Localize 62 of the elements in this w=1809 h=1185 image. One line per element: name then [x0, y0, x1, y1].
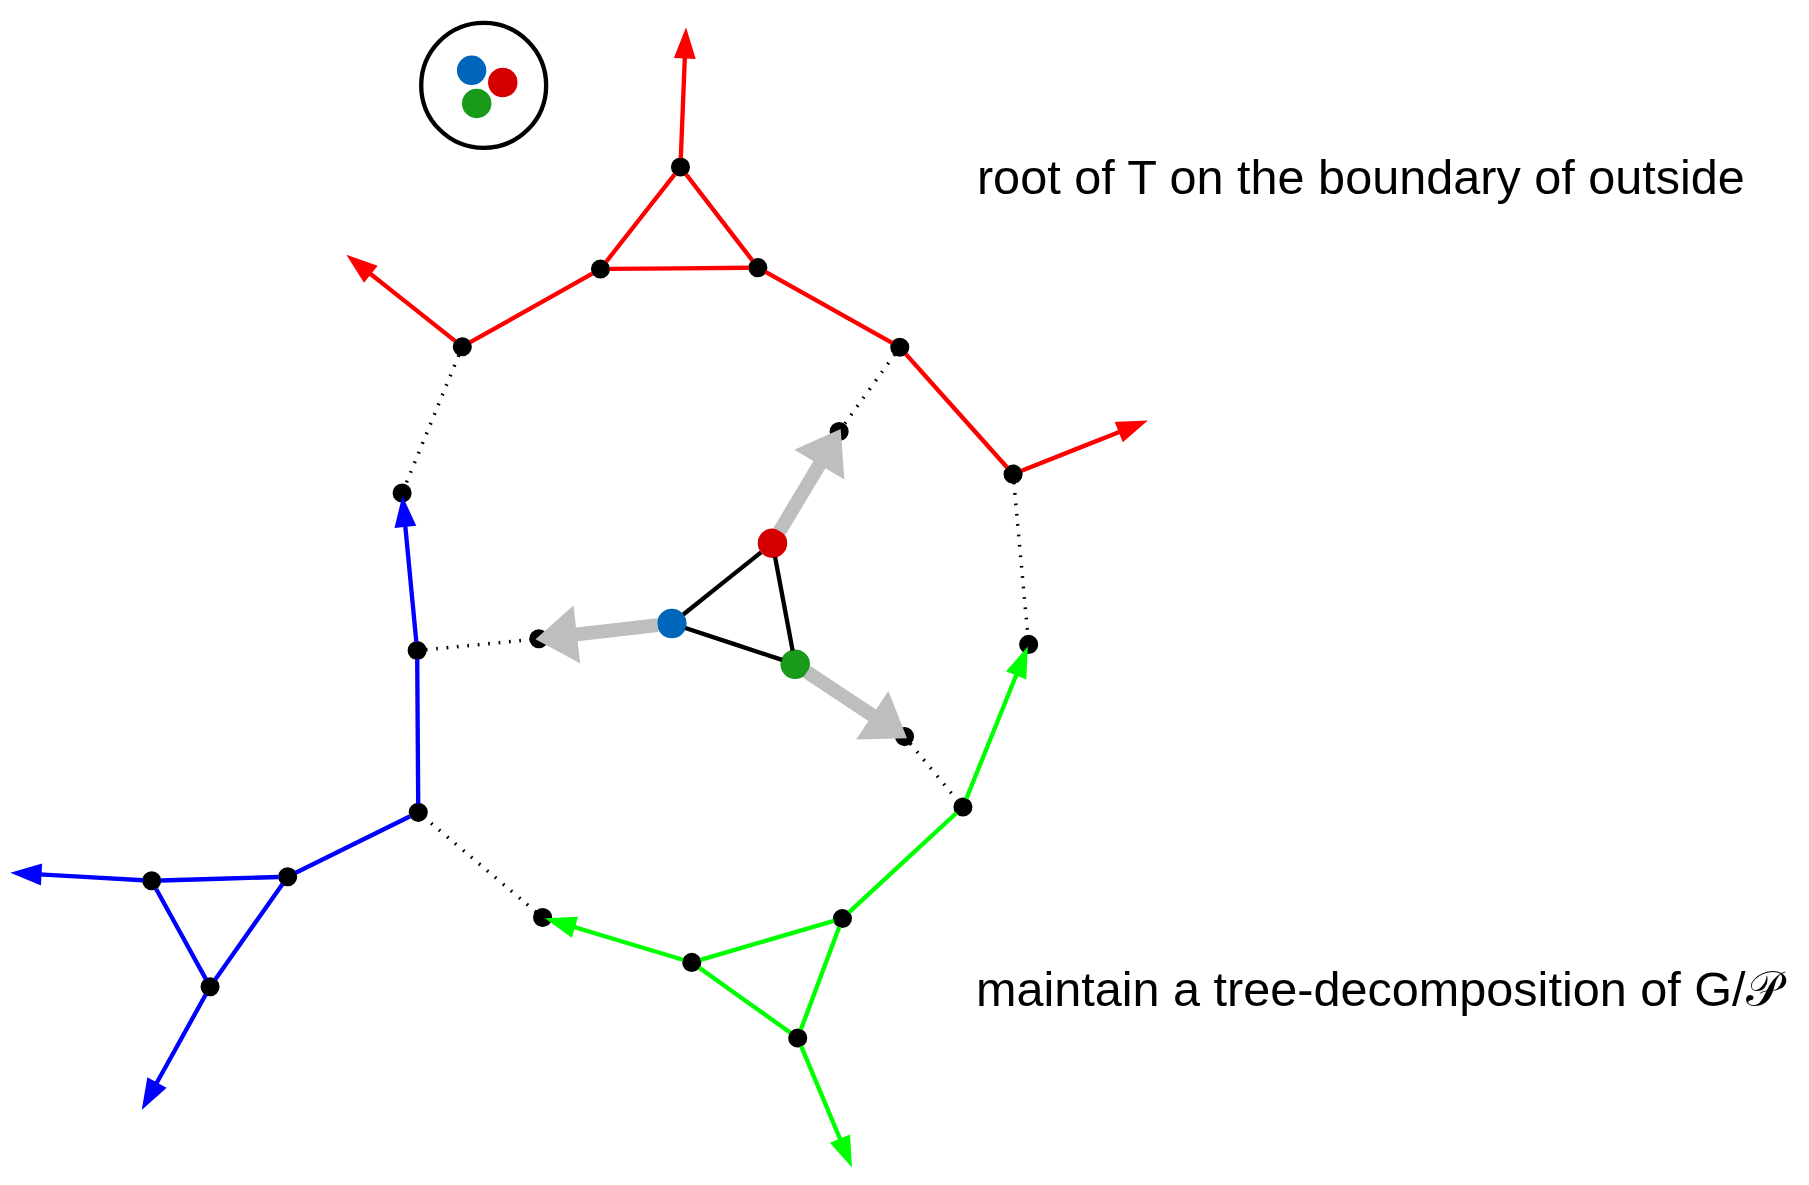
cluster	[419, 20, 549, 150]
connector	[699, 918, 835, 962]
connector	[764, 269, 894, 345]
connector	[425, 637, 531, 651]
connector	[415, 658, 421, 804]
arrow	[535, 605, 659, 663]
node-circle	[1019, 634, 1039, 654]
arrow	[1020, 420, 1148, 473]
node-circle	[670, 156, 690, 176]
node-circle	[392, 482, 412, 503]
arrow	[346, 254, 457, 343]
node-circle	[533, 907, 553, 927]
connector	[681, 550, 763, 616]
connector	[404, 354, 461, 485]
node-circle	[590, 259, 610, 279]
node-circle	[142, 870, 162, 890]
connector	[469, 271, 594, 344]
node-circle	[408, 802, 428, 822]
connector	[847, 810, 958, 914]
node-circle	[895, 726, 915, 746]
connector	[904, 352, 1009, 469]
connector	[772, 556, 795, 651]
connector	[160, 874, 279, 883]
node-circle	[278, 866, 298, 886]
connector	[798, 925, 842, 1030]
connector	[213, 882, 285, 981]
node-circle	[456, 55, 487, 85]
node-circle	[407, 640, 427, 660]
label: root of T on the boundary of outside	[976, 149, 1745, 204]
node-circle	[748, 257, 768, 277]
node-circle	[780, 649, 810, 679]
node-circle	[953, 796, 973, 817]
connector	[684, 172, 755, 262]
arrow	[799, 1044, 852, 1167]
arrow	[773, 428, 845, 535]
node-circle	[529, 628, 549, 648]
arrow	[10, 863, 143, 885]
node-circle	[890, 337, 910, 357]
node-circle	[461, 88, 492, 118]
node-circle	[832, 908, 852, 928]
node-circle	[488, 67, 518, 97]
arrow	[803, 665, 907, 740]
arrow	[673, 26, 696, 158]
arrow	[964, 645, 1028, 800]
arrow	[544, 916, 684, 962]
node-circle	[829, 421, 849, 441]
connector	[842, 352, 896, 425]
connector	[154, 887, 208, 980]
node-circle	[452, 336, 472, 356]
node-circle	[788, 1027, 808, 1047]
arrow	[141, 993, 208, 1110]
node-circle	[657, 608, 687, 638]
connector	[684, 625, 783, 662]
connector	[294, 814, 411, 875]
node-circle	[200, 976, 220, 996]
node-circle	[1003, 464, 1023, 484]
arrow	[394, 495, 419, 642]
connector	[609, 265, 749, 271]
node-circle	[757, 527, 788, 558]
node-circle	[682, 952, 702, 972]
connector	[698, 965, 792, 1034]
connector	[604, 172, 677, 263]
